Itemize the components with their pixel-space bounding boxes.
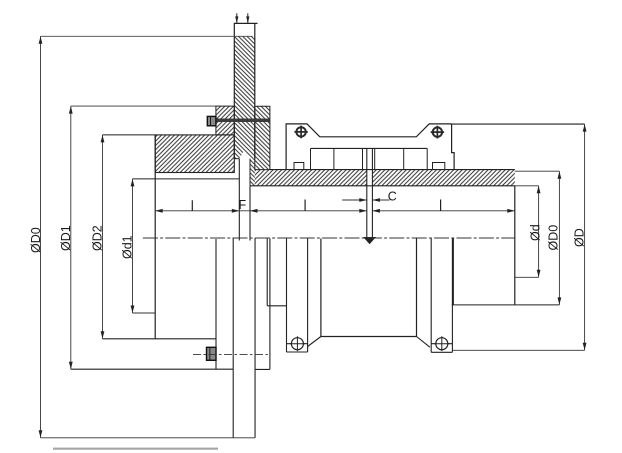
svg-text:C: C (388, 190, 397, 204)
svg-text:ØD2: ØD2 (91, 225, 105, 251)
svg-text:Ød: Ød (529, 224, 543, 241)
svg-text:Ød1: Ød1 (121, 235, 135, 259)
svg-text:ØD1: ØD1 (59, 225, 73, 251)
svg-text:ØD: ØD (573, 228, 587, 247)
svg-text:ØD0: ØD0 (547, 225, 561, 251)
svg-text:F: F (239, 198, 247, 212)
svg-text:ØD0: ØD0 (29, 227, 43, 253)
